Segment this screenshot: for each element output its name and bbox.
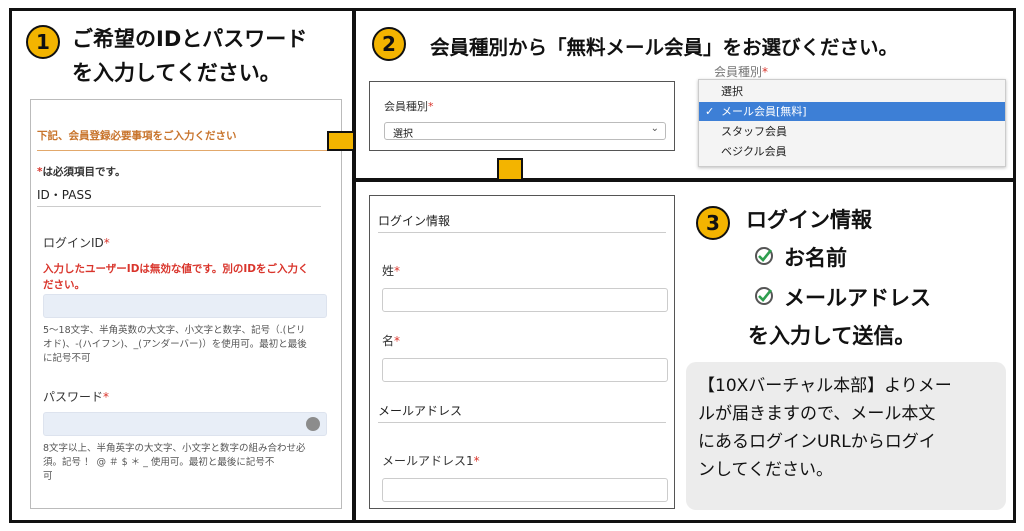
instruction-title: ログイン情報 (746, 208, 872, 232)
eye-icon[interactable] (306, 417, 320, 431)
first-name-label: 名* (382, 334, 401, 348)
step3-number-badge: 3 (696, 206, 730, 240)
required-note: *は必須項目です。 (37, 164, 125, 179)
step1-title-line1: ご希望のIDとパスワード (72, 27, 308, 51)
checkbox-checked-icon (755, 287, 773, 305)
email1-label: メールアドレス1* (382, 454, 480, 468)
notice-line: 【10Xバーチャル本部】よりメー (698, 376, 952, 396)
option-vegicle-member[interactable]: ベジクル会員 (721, 145, 787, 158)
step2-number-badge: 2 (372, 27, 406, 61)
id-pass-subheading: ID・PASS (37, 188, 92, 202)
member-type-label: 会員種別* (384, 100, 434, 113)
subheading-divider (37, 206, 321, 207)
notice-line: ンしてください。 (698, 460, 833, 480)
registration-form: 下記、会員登録必要事項をご入力ください *は必須項目です。 ID・PASS ログ… (30, 99, 342, 509)
member-type-dropdown: 選択 ✓メール会員[無料] スタッフ会員 ベジクル会員 (698, 79, 1006, 167)
password-hint-line3: 可 (43, 471, 53, 482)
option-select[interactable]: 選択 (721, 85, 743, 98)
step3-panel: ログイン情報 姓* 名* メールアドレス メールアドレス1* 3 ログイン情報 … (353, 179, 1016, 523)
login-id-label: ログインID* (43, 236, 110, 250)
instruction-item-name: お名前 (784, 246, 847, 270)
notice-line: にあるログインURLからログイ (698, 432, 936, 452)
dropdown-label-faded: 会員種別* (714, 65, 769, 79)
step1-number-badge: 1 (26, 25, 60, 59)
last-name-input[interactable] (382, 288, 668, 312)
login-id-hint-line2: オド)、-(ハイフン)、_(アンダーバー)）を使用可。最初と最後 (43, 339, 307, 350)
step2-panel: 2 会員種別から「無料メール会員」をお選びください。 会員種別* 選択 ⌄ 会員… (353, 8, 1016, 181)
option-staff-member[interactable]: スタッフ会員 (721, 125, 787, 138)
login-id-input[interactable] (43, 294, 327, 318)
required-note-text: は必須項目です。 (42, 166, 126, 178)
member-type-select[interactable]: 選択 ⌄ (384, 122, 666, 140)
login-id-error-line1: 入力したユーザーIDは無効な値です。別のIDをご入力く (43, 263, 309, 275)
checkbox-checked-icon (755, 247, 773, 265)
password-hint-line2: 須。記号 ！ @ ＃ $ ＊ _ 使用可。最初と最後に記号不 (43, 457, 275, 468)
login-info-form: ログイン情報 姓* 名* メールアドレス メールアドレス1* (369, 195, 675, 509)
step1-title-line2: を入力してください。 (72, 61, 281, 85)
email1-input[interactable] (382, 478, 668, 502)
login-id-hint-line3: に記号不可 (43, 353, 91, 364)
form-section-header: 下記、会員登録必要事項をご入力ください (37, 130, 237, 142)
step2-title: 会員種別から「無料メール会員」をお選びください。 (430, 36, 899, 59)
required-mark: * (37, 166, 43, 178)
email-header: メールアドレス (378, 404, 463, 418)
login-id-error-line2: ださい。 (43, 279, 85, 291)
notice-line: ルが届きますので、メール本文 (698, 404, 936, 424)
password-input[interactable] (43, 412, 327, 436)
instruction-item-email: メールアドレス (784, 286, 931, 310)
section-divider (37, 150, 337, 151)
option-mail-member-free[interactable]: ✓メール会員[無料] (699, 102, 1005, 121)
email-divider (378, 422, 666, 423)
member-type-form: 会員種別* 選択 ⌄ (369, 81, 675, 151)
login-id-hint-line1: 5〜18文字、半角英数の大文字、小文字と数字、記号（.(ピリ (43, 325, 306, 336)
last-name-label: 姓* (382, 264, 401, 278)
instruction-footer: を入力して送信。 (748, 324, 916, 348)
chevron-down-icon: ⌄ (650, 123, 659, 134)
login-info-header: ログイン情報 (378, 214, 451, 228)
select-value: 選択 (393, 129, 413, 140)
password-label: パスワード* (43, 390, 110, 404)
first-name-input[interactable] (382, 358, 668, 382)
password-hint-line1: 8文字以上、半角英字の大文字、小文字と数字の組み合わせ必 (43, 443, 306, 454)
login-info-divider (378, 232, 666, 233)
email-notice-box: 【10Xバーチャル本部】よりメー ルが届きますので、メール本文 にあるログインU… (686, 362, 1006, 510)
checkmark-icon: ✓ (705, 105, 715, 118)
step1-panel: 1 ご希望のIDとパスワード を入力してください。 下記、会員登録必要事項をご入… (9, 8, 355, 523)
